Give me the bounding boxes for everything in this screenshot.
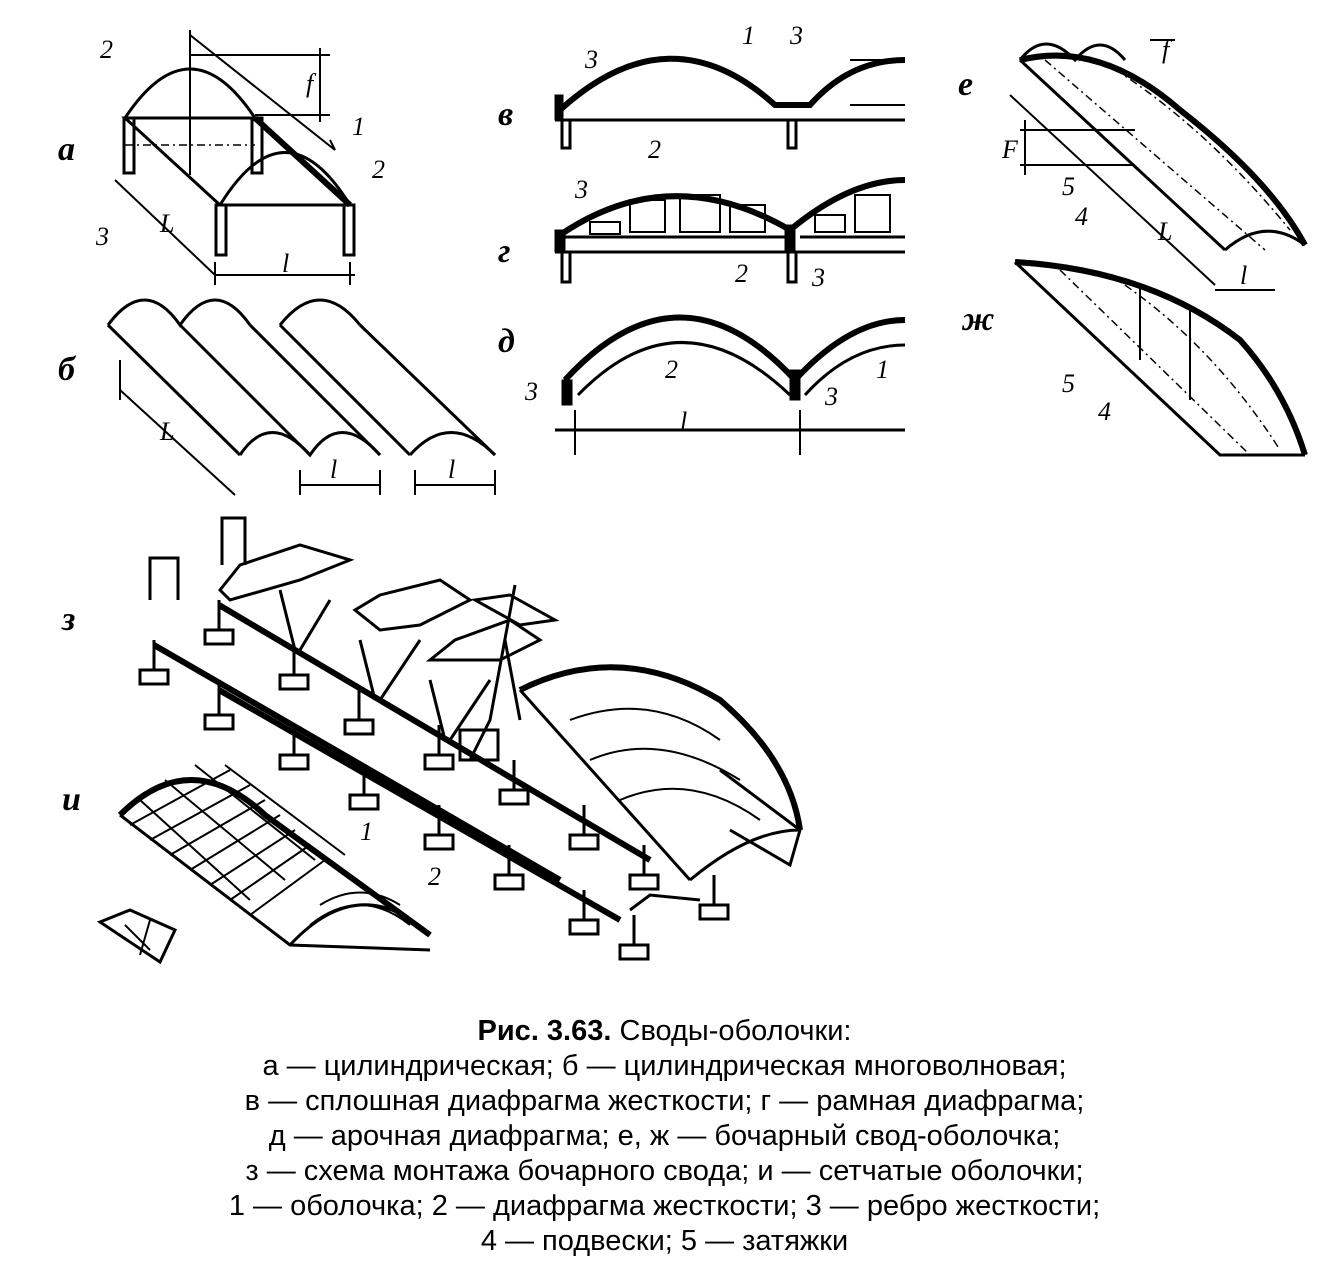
panel-d-dim-l: l [680, 407, 687, 436]
panel-a-num-1: 1 [352, 112, 365, 141]
panel-d-num-1: 1 [876, 355, 889, 384]
panel-v-num-3-left: 3 [584, 45, 598, 74]
panel-b-dim-L: L [159, 417, 174, 446]
panel-a-num-3: 3 [95, 222, 109, 251]
panel-d-num-2: 2 [665, 355, 678, 384]
panel-b-letter: б [58, 351, 77, 388]
panel-e-num-4: 4 [1075, 202, 1088, 231]
panel-z-drawing [138, 516, 803, 961]
panel-zh-num-4: 4 [1098, 397, 1111, 426]
panel-e-dim-l: l [1240, 261, 1247, 290]
panel-e-dim-f: f [1162, 35, 1173, 64]
caption-line-4: з — схема монтажа бочарного свода; и — с… [245, 1155, 1084, 1187]
caption-line-3: д — арочная диафрагма; е, ж — бочарный с… [268, 1120, 1061, 1152]
panel-e-num-5: 5 [1062, 172, 1075, 201]
panel-d-num-3-left: 3 [524, 377, 538, 406]
panel-d-letter: д [498, 323, 515, 360]
panel-b-drawing [106, 298, 497, 496]
caption-title-line: Рис. 3.63. Своды-оболочки: [0, 1014, 1329, 1049]
panel-b-dim-l-1: l [330, 455, 337, 484]
panel-zh-num-5: 5 [1062, 369, 1075, 398]
caption-line-6: 4 — подвески; 5 — затяжки [480, 1225, 849, 1257]
panel-v-drawing [554, 55, 906, 150]
panel-v-num-2: 2 [648, 135, 661, 164]
panel-e-letter: е [958, 66, 973, 103]
panel-g-num-2: 2 [735, 259, 748, 288]
caption-line-2: в — сплошная диафрагма жесткости; г — ра… [244, 1085, 1085, 1117]
panel-a-dim-L: L [159, 209, 174, 238]
panel-v-letter: в [498, 96, 513, 133]
panel-g-drawing [554, 177, 906, 284]
caption-line-1: а — цилиндрическая; б — цилиндрическая м… [262, 1050, 1067, 1082]
panel-e-drawing [1009, 39, 1308, 291]
panel-a-letter: а [58, 131, 75, 168]
panel-zh-drawing [1013, 259, 1308, 457]
panel-a-dim-l: l [282, 249, 289, 278]
panel-i-num-1: 1 [360, 817, 373, 846]
figure-caption: Рис. 3.63. Своды-оболочки: а — цилиндрич… [0, 1014, 1329, 1259]
panel-g-num-3-right: 3 [811, 263, 825, 292]
caption-line-5: 1 — оболочка; 2 — диафрагма жесткости; 3… [228, 1190, 1101, 1222]
panel-z-letter: з [61, 601, 75, 638]
panel-a-num-2-top: 2 [100, 35, 113, 64]
panel-b-dim-l-2: l [448, 455, 455, 484]
panel-d-num-3-right: 3 [824, 382, 838, 411]
panel-v-num-1: 1 [742, 21, 755, 50]
panel-a-drawing [114, 30, 356, 285]
panel-e-dim-L: L [1157, 217, 1172, 246]
figure-drawing: а 2 1 2 3 f L l б L l l в 3 1 [58, 21, 1308, 965]
panel-g-num-3-left: 3 [574, 175, 588, 204]
panel-v-num-3-right: 3 [789, 21, 803, 50]
caption-title: Своды-оболочки: [619, 1015, 852, 1047]
panel-g-letter: г [498, 233, 511, 270]
panel-d-drawing [555, 314, 906, 455]
panel-zh-letter: ж [961, 301, 994, 338]
caption-number: Рис. 3.63. [477, 1015, 612, 1047]
panel-i-drawing [96, 764, 432, 965]
panel-a-num-2-right: 2 [372, 155, 385, 184]
panel-i-num-2: 2 [428, 862, 441, 891]
panel-i-letter: и [62, 781, 81, 818]
panel-a-dim-f: f [306, 69, 317, 98]
panel-e-dim-F: F [1001, 135, 1019, 164]
